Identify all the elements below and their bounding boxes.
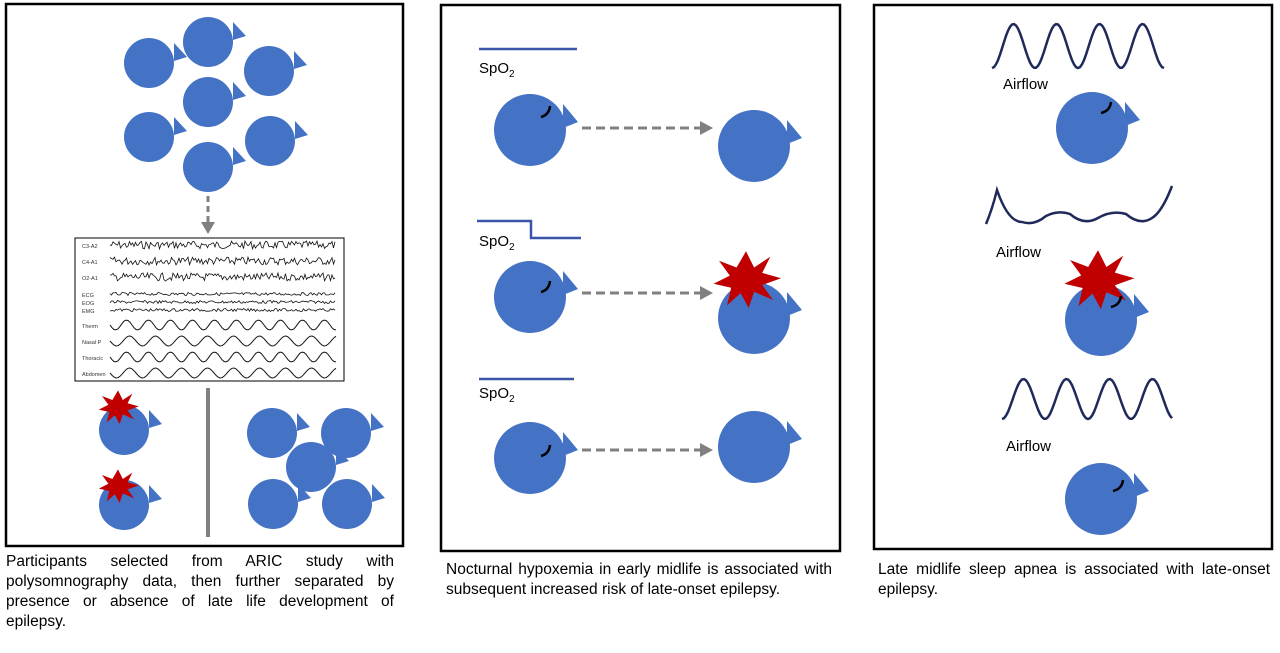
head-icon bbox=[245, 116, 308, 166]
head-icon bbox=[99, 405, 162, 455]
head-icon bbox=[183, 17, 246, 67]
head-icon bbox=[718, 411, 802, 483]
psg-trace bbox=[109, 319, 337, 331]
spo2-trace bbox=[477, 219, 581, 240]
spo2-label: SpO2 bbox=[479, 233, 515, 253]
panel-2-caption: Nocturnal hypoxemia in early midlife is … bbox=[446, 561, 832, 598]
eye-mark bbox=[540, 444, 552, 458]
head-icon bbox=[183, 142, 246, 192]
non-epilepsy-group bbox=[247, 408, 385, 529]
psg-trace bbox=[109, 307, 336, 313]
dashed-arrow-icon bbox=[582, 121, 713, 135]
dashed-arrow-icon bbox=[582, 286, 713, 300]
airflow-label: Airflow bbox=[996, 244, 1041, 261]
dashed-arrow-icon bbox=[582, 443, 713, 457]
psg-trace bbox=[109, 271, 336, 283]
head-icon bbox=[494, 94, 578, 166]
psg-channel-label: O2-A1 bbox=[82, 276, 98, 282]
airflow-label: Airflow bbox=[1006, 438, 1051, 455]
psg-trace bbox=[109, 291, 336, 297]
psg-channel-label: EOG bbox=[82, 301, 94, 307]
panel-3-caption: Late midlife sleep apnea is associated w… bbox=[878, 561, 1270, 598]
eye-mark bbox=[540, 280, 552, 294]
psg-channel-label: C3-A2 bbox=[82, 244, 98, 250]
psg-trace bbox=[109, 239, 336, 251]
epilepsy-group bbox=[98, 390, 162, 530]
head-icon bbox=[718, 110, 802, 182]
eye-mark bbox=[540, 105, 552, 119]
head-icon bbox=[124, 112, 187, 162]
eye-mark bbox=[1112, 479, 1125, 493]
head-icon bbox=[183, 77, 246, 127]
participant-cluster bbox=[124, 17, 308, 192]
head-icon bbox=[494, 261, 578, 333]
airflow-wave-icon bbox=[991, 22, 1165, 70]
airflow-label: Airflow bbox=[1003, 76, 1048, 93]
psg-channel-label: Abdomen bbox=[82, 372, 106, 378]
panel-1-caption: Participants selected from ARIC study wi… bbox=[6, 553, 394, 630]
psg-channel-label: C4-A1 bbox=[82, 260, 98, 266]
psg-channel-label: Thoracic bbox=[82, 356, 103, 362]
dashed-arrow-icon bbox=[201, 196, 215, 234]
head-icon bbox=[1056, 92, 1140, 164]
panel-1-frame bbox=[4, 2, 405, 548]
panel-2-frame bbox=[439, 3, 842, 553]
head-icon bbox=[244, 46, 307, 96]
airflow-wave-icon bbox=[1001, 377, 1173, 421]
head-icon bbox=[494, 422, 578, 494]
psg-channel-label: EMG bbox=[82, 309, 95, 315]
head-icon bbox=[124, 38, 187, 88]
psg-trace bbox=[109, 367, 337, 379]
psg-channel-label: Nasal P bbox=[82, 340, 102, 346]
spo2-label: SpO2 bbox=[479, 385, 515, 405]
psg-channel-label: ECG bbox=[82, 293, 94, 299]
head-icon bbox=[321, 408, 384, 458]
head-icon bbox=[1065, 284, 1149, 356]
eye-mark bbox=[1100, 101, 1113, 115]
psg-trace bbox=[109, 351, 337, 363]
head-icon bbox=[1065, 463, 1149, 535]
airflow-wave-icon bbox=[984, 185, 1174, 225]
eye-mark bbox=[1110, 295, 1123, 309]
panel-3-frame bbox=[872, 3, 1274, 551]
psg-trace bbox=[109, 335, 337, 347]
psg-trace bbox=[109, 255, 336, 267]
psg-trace bbox=[109, 299, 336, 305]
head-icon bbox=[322, 479, 385, 529]
spo2-label: SpO2 bbox=[479, 60, 515, 80]
psg-channel-label: Therm bbox=[82, 324, 98, 330]
